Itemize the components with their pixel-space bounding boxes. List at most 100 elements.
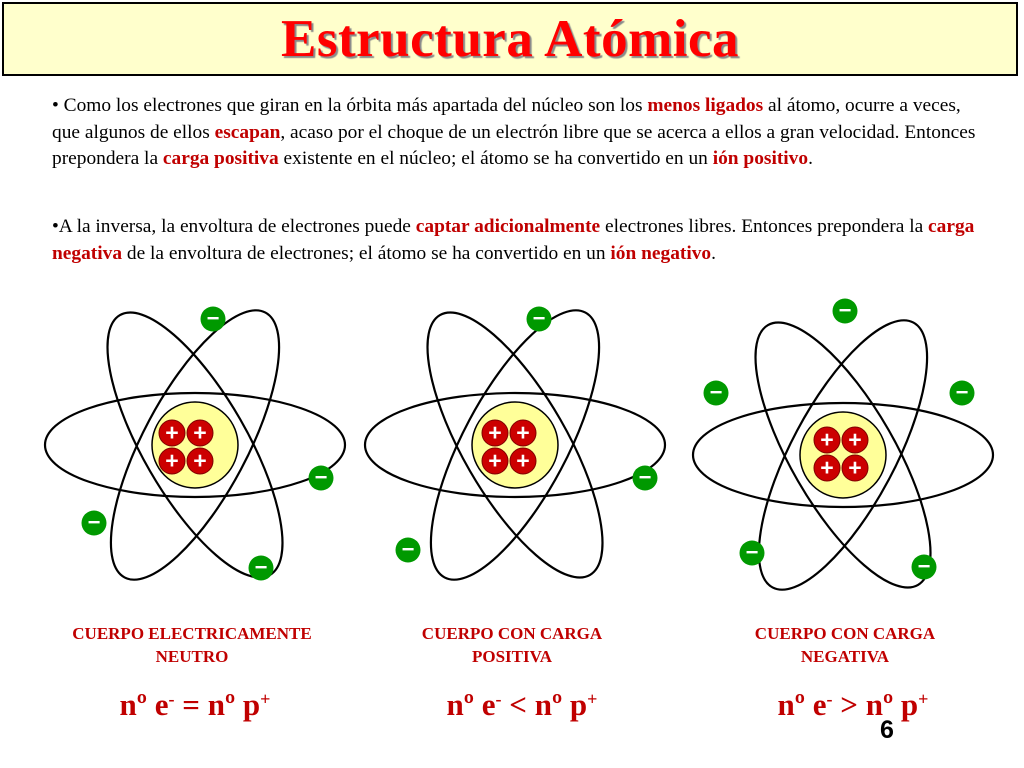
- formula-neutral-right-sup: +: [260, 689, 271, 709]
- formula-negative-right: nº p: [865, 687, 919, 722]
- proton: +: [158, 419, 186, 447]
- orbit: [691, 401, 995, 509]
- highlight-text: captar adicionalmente: [415, 216, 601, 237]
- atom-negative: ++++−−−−−: [691, 298, 995, 591]
- electron: −: [81, 510, 107, 536]
- proton-symbol: +: [488, 448, 501, 474]
- electron-circle: [632, 465, 658, 491]
- proton-symbol: +: [193, 420, 206, 446]
- proton-circle: [509, 419, 537, 447]
- electron-symbol: −: [839, 298, 852, 323]
- electron-circle: [703, 380, 729, 406]
- formula-negative-left: nº e: [777, 687, 827, 722]
- electron-symbol: −: [207, 306, 220, 331]
- proton-circle: [841, 426, 869, 454]
- electron-symbol: −: [710, 380, 723, 405]
- proton-circle: [158, 419, 186, 447]
- highlight-text: menos ligados: [647, 95, 764, 116]
- paragraph-text: , acaso por el choque de un electrón lib…: [52, 121, 976, 170]
- orbit: [109, 309, 281, 581]
- proton-symbol: +: [165, 420, 178, 446]
- formula-positive-left: nº e: [446, 687, 496, 722]
- proton-symbol: +: [488, 420, 501, 446]
- formula-neutral-right: nº p: [207, 687, 261, 722]
- nucleus: [799, 411, 887, 499]
- electron-circle: [526, 306, 552, 332]
- proton-circle: [509, 447, 537, 475]
- caption-neutral: CUERPO ELECTRICAMENTE NEUTRO: [27, 622, 357, 668]
- proton-symbol: +: [165, 448, 178, 474]
- proton: +: [841, 426, 869, 454]
- proton-symbol: +: [516, 448, 529, 474]
- electron-circle: [832, 298, 858, 324]
- caption-neutral-line1: CUERPO ELECTRICAMENTE: [72, 624, 312, 643]
- electron: −: [911, 554, 937, 580]
- electron-symbol: −: [315, 465, 328, 490]
- proton-circle: [186, 419, 214, 447]
- formula-positive-op: <: [509, 687, 527, 722]
- electron-circle: [739, 540, 765, 566]
- electron-symbol: −: [88, 510, 101, 535]
- paragraph-text: • Como los electrones que giran en la ór…: [52, 95, 648, 116]
- proton: +: [813, 454, 841, 482]
- proton-circle: [841, 454, 869, 482]
- caption-negative: CUERPO CON CARGA NEGATIVA: [680, 622, 1010, 668]
- proton: +: [509, 447, 537, 475]
- paragraph-text: .: [808, 148, 813, 169]
- orbit: [426, 311, 604, 579]
- highlight-text: carga negativa: [52, 216, 975, 264]
- slide-title: Estructura Atómica: [281, 9, 739, 68]
- formula-negative-left-sup: -: [826, 689, 833, 709]
- paragraph-text: al átomo, ocurre a veces, que algunos de…: [52, 95, 961, 143]
- electron-symbol: −: [402, 537, 415, 562]
- paragraph-negative-ion: •A la inversa, la envoltura de electrone…: [52, 214, 982, 267]
- formula-neutral-op: =: [182, 687, 200, 722]
- proton-symbol: +: [848, 427, 861, 453]
- electron-circle: [911, 554, 937, 580]
- proton-circle: [481, 419, 509, 447]
- electron-symbol: −: [255, 555, 268, 580]
- electron: −: [739, 540, 765, 566]
- proton-circle: [186, 447, 214, 475]
- formula-neutral: nº e- = nº p+: [45, 688, 345, 722]
- proton: +: [813, 426, 841, 454]
- paragraph-text: .: [711, 242, 716, 264]
- proton: +: [509, 419, 537, 447]
- proton-symbol: +: [848, 455, 861, 481]
- caption-positive-line2: POSITIVA: [472, 647, 552, 666]
- formula-neutral-left-sup: -: [168, 689, 175, 709]
- electron-symbol: −: [746, 540, 759, 565]
- electron: −: [395, 537, 421, 563]
- caption-positive-line1: CUERPO CON CARGA: [421, 624, 603, 643]
- electron-symbol: −: [956, 380, 969, 405]
- formula-positive-right-sup: +: [587, 689, 598, 709]
- electron: −: [200, 306, 226, 332]
- paragraph-text: electrones libres. Entonces prepondera l…: [600, 216, 929, 237]
- proton: +: [186, 447, 214, 475]
- paragraph-text: existente en el núcleo; el átomo se ha c…: [278, 148, 713, 169]
- proton: +: [841, 454, 869, 482]
- electron-symbol: −: [533, 306, 546, 331]
- proton: +: [481, 447, 509, 475]
- electron-circle: [308, 465, 334, 491]
- electron-circle: [949, 380, 975, 406]
- formula-negative-op: >: [840, 687, 858, 722]
- paragraph-text: •A la inversa, la envoltura de electrone…: [52, 216, 416, 237]
- nucleus: [471, 401, 559, 489]
- formula-positive-right: nº p: [534, 687, 588, 722]
- proton: +: [158, 447, 186, 475]
- orbit: [757, 319, 929, 591]
- highlight-text: escapan: [214, 121, 281, 143]
- paragraph-text: de la envoltura de electrones; el átomo …: [122, 242, 611, 264]
- electron: −: [832, 298, 858, 324]
- formula-neutral-left: nº e: [119, 687, 169, 722]
- caption-positive: CUERPO CON CARGA POSITIVA: [347, 622, 677, 668]
- electron: −: [526, 306, 552, 332]
- proton: +: [186, 419, 214, 447]
- electron-symbol: −: [918, 554, 931, 579]
- electron-symbol: −: [639, 465, 652, 490]
- paragraph-positive-ion: • Como los electrones que giran en la ór…: [52, 93, 982, 173]
- electron: −: [308, 465, 334, 491]
- proton-circle: [813, 426, 841, 454]
- proton-symbol: +: [820, 427, 833, 453]
